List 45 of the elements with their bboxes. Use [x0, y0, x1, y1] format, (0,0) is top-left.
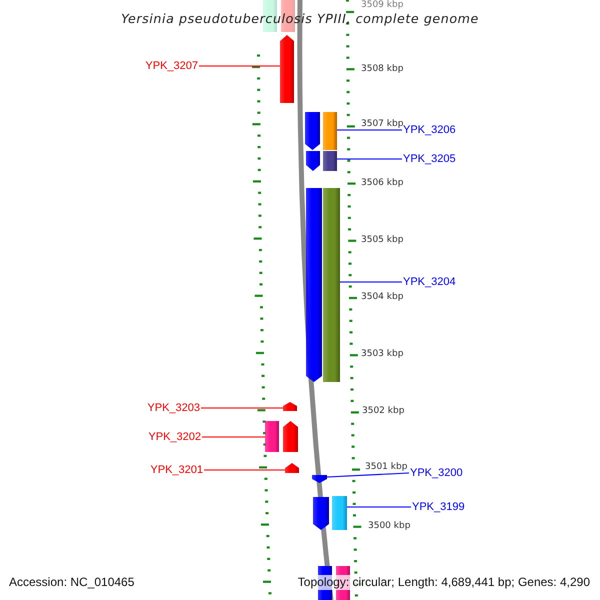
scale-label: 3500 kbp	[368, 521, 410, 531]
gene-block	[285, 463, 299, 473]
scale-label: 3506 kbp	[361, 178, 404, 188]
gene-label: YPK_3205	[403, 153, 459, 165]
gene-bar	[265, 421, 279, 452]
leader-line	[326, 472, 410, 478]
scale-label: 3507 kbp	[361, 119, 404, 129]
gene-block	[306, 188, 322, 382]
scale-label: 3502 kbp	[362, 406, 404, 416]
gene-label: YPK_3204	[403, 276, 459, 288]
gene-bar	[332, 496, 347, 530]
scale-label: 3509 kbp	[361, 0, 404, 10]
scale-label: 3505 kbp	[361, 235, 404, 245]
leader-line	[337, 129, 402, 131]
leader-line	[347, 506, 411, 508]
gene-label: YPK_3206	[403, 124, 459, 136]
gene-label: YPK_3202	[145, 431, 201, 443]
leader-line	[340, 281, 402, 283]
gene-label: YPK_3201	[147, 464, 203, 476]
genome-summary-text: Topology: circular; Length: 4,689,441 bp; Genes: 4,290	[296, 575, 591, 590]
gene-bar	[323, 188, 340, 382]
gene-bar	[323, 151, 337, 171]
scale-label: 3501 kbp	[365, 462, 408, 472]
gene-label: YPK_3203	[144, 402, 200, 414]
title: Yersinia pseudotuberculosis YPIII, complete genome	[120, 11, 480, 26]
leader-line	[337, 158, 402, 160]
gene-block	[306, 151, 320, 171]
scale-label: 3508 kbp	[361, 64, 404, 74]
gene-label: YPK_3199	[412, 501, 468, 513]
scale-label: 3503 kbp	[361, 349, 404, 359]
leader-line	[204, 469, 285, 471]
gene-label: YPK_3207	[142, 60, 198, 72]
leader-line	[202, 436, 265, 438]
gene-block	[283, 402, 297, 411]
gene-bar	[323, 112, 337, 150]
scale-label: 3504 kbp	[361, 292, 404, 302]
gene-label: YPK_3200	[410, 467, 466, 479]
accession-text: Accession: NC_010465	[8, 575, 136, 590]
leader-line	[201, 407, 283, 409]
leader-line	[199, 65, 280, 67]
gene-block	[280, 35, 294, 103]
gene-block	[313, 497, 329, 530]
gene-block	[312, 475, 327, 483]
gene-block	[305, 112, 320, 150]
gene-block	[283, 421, 298, 452]
